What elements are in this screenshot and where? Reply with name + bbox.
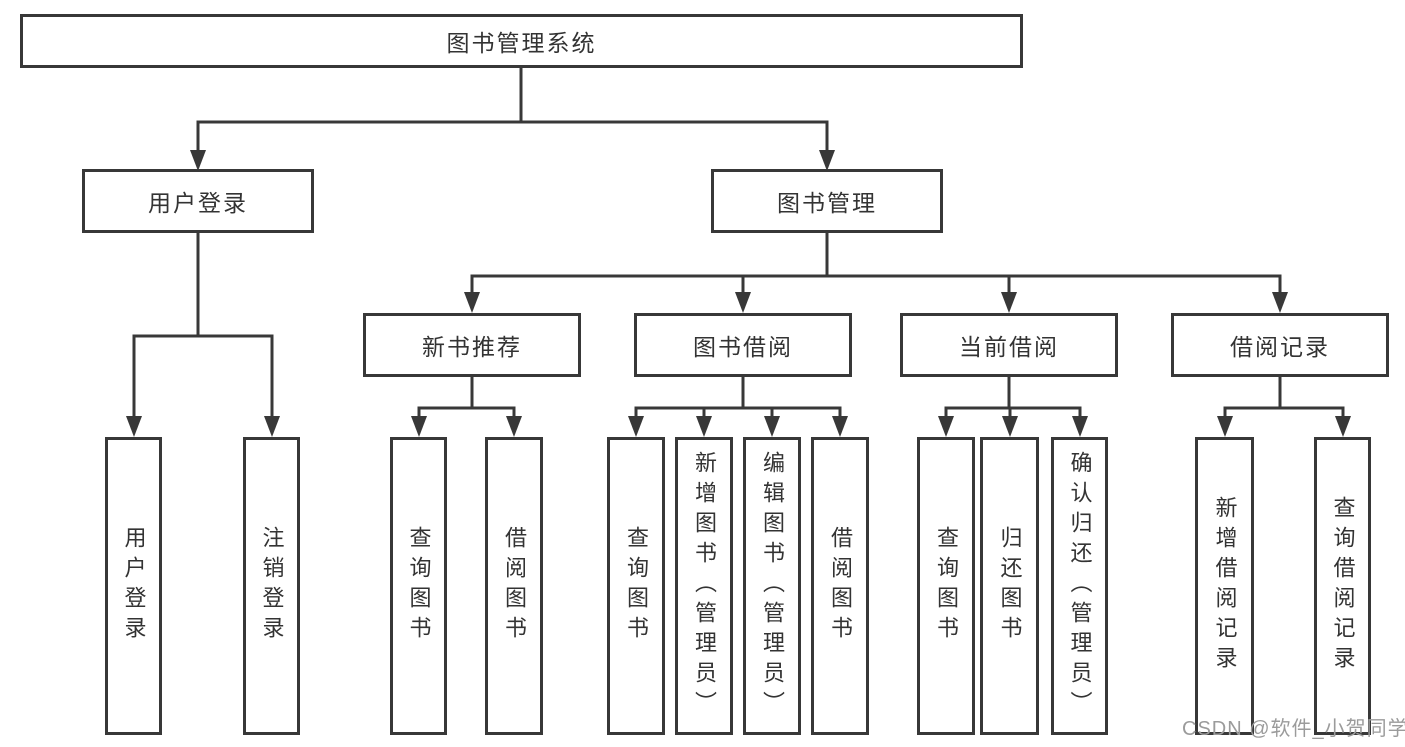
node-label: 编辑图书（管理员） — [760, 451, 785, 721]
node-label: 查询图书 — [406, 526, 432, 646]
arrowhead-icon — [628, 416, 644, 437]
arrowhead-icon — [832, 416, 848, 437]
node-book-management-branch: 图书管理 — [711, 169, 943, 233]
tree-connectors — [132, 66, 1345, 421]
node-leaf-add-borrow-record: 新增借阅记录 — [1195, 437, 1254, 735]
arrowhead-icon — [126, 416, 142, 437]
node-leaf-confirm-return-admin: 确认归还（管理员） — [1051, 437, 1108, 735]
node-leaf-return-book: 归还图书 — [980, 437, 1039, 735]
connector-book-management-to-level3 — [470, 231, 1282, 297]
connector-root-to-level2 — [196, 66, 829, 155]
node-label: 用户登录 — [148, 190, 248, 216]
arrowhead-icon — [696, 416, 712, 437]
node-label: 确认归还（管理员） — [1067, 451, 1093, 721]
arrowhead-icon — [1072, 416, 1088, 437]
node-borrowing-records: 借阅记录 — [1171, 313, 1389, 377]
node-user-login-branch: 用户登录 — [82, 169, 314, 233]
node-label: 新增图书（管理员） — [692, 451, 717, 721]
arrowhead-icon — [264, 416, 280, 437]
connector-borrowing-records-to-leaves — [1223, 375, 1345, 421]
arrowhead-icon — [506, 416, 522, 437]
node-leaf-add-book-admin: 新增图书（管理员） — [675, 437, 733, 735]
node-leaf-query-book-recommend: 查询图书 — [390, 437, 447, 735]
arrowhead-icon — [735, 292, 751, 313]
arrowhead-icon — [190, 150, 206, 171]
node-leaf-query-book-borrowing: 查询图书 — [607, 437, 665, 735]
node-leaf-logout: 注销登录 — [243, 437, 300, 735]
node-root: 图书管理系统 — [20, 14, 1023, 68]
arrowhead-icon — [1002, 416, 1018, 437]
arrowhead-icon — [819, 150, 835, 171]
node-leaf-query-book-current: 查询图书 — [917, 437, 975, 735]
node-leaf-query-borrow-record: 查询借阅记录 — [1314, 437, 1371, 735]
arrowhead-icon — [1335, 416, 1351, 437]
arrowhead-icon — [1272, 292, 1288, 313]
node-leaf-edit-book-admin: 编辑图书（管理员） — [743, 437, 801, 735]
node-label: 图书管理 — [777, 190, 877, 216]
node-label: 图书借阅 — [693, 334, 793, 360]
node-new-book-recommend: 新书推荐 — [363, 313, 581, 377]
connector-current-borrowing-to-leaves — [944, 375, 1082, 421]
node-leaf-borrow-book-recommend: 借阅图书 — [485, 437, 543, 735]
arrowheads — [126, 150, 1351, 437]
arrowhead-icon — [764, 416, 780, 437]
node-label: 归还图书 — [997, 526, 1023, 646]
node-label: 借阅图书 — [502, 526, 527, 646]
connector-user-login-to-leaves — [132, 231, 274, 421]
node-root-label: 图书管理系统 — [446, 30, 597, 56]
connector-new-book-recommend-to-leaves — [417, 375, 516, 421]
arrowhead-icon — [1217, 416, 1233, 437]
node-label: 借阅记录 — [1230, 334, 1330, 360]
arrowhead-icon — [938, 416, 954, 437]
node-label: 注销登录 — [259, 526, 285, 646]
connector-book-borrowing-to-leaves — [634, 375, 842, 421]
node-label: 新增借阅记录 — [1212, 496, 1238, 676]
arrowhead-icon — [411, 416, 427, 437]
node-label: 用户登录 — [121, 526, 147, 646]
node-label: 查询图书 — [624, 526, 649, 646]
node-current-borrowing: 当前借阅 — [900, 313, 1118, 377]
node-book-borrowing: 图书借阅 — [634, 313, 852, 377]
node-leaf-borrow-book-borrowing: 借阅图书 — [811, 437, 869, 735]
csdn-watermark: CSDN @软件_小贺同学 — [1182, 718, 1405, 740]
arrowhead-icon — [464, 292, 480, 313]
arrowhead-icon — [1001, 292, 1017, 313]
node-label: 当前借阅 — [959, 334, 1059, 360]
node-label: 查询图书 — [934, 526, 959, 646]
node-label: 新书推荐 — [422, 334, 522, 360]
node-label: 借阅图书 — [828, 526, 853, 646]
node-leaf-user-login: 用户登录 — [105, 437, 162, 735]
node-label: 查询借阅记录 — [1330, 496, 1356, 676]
